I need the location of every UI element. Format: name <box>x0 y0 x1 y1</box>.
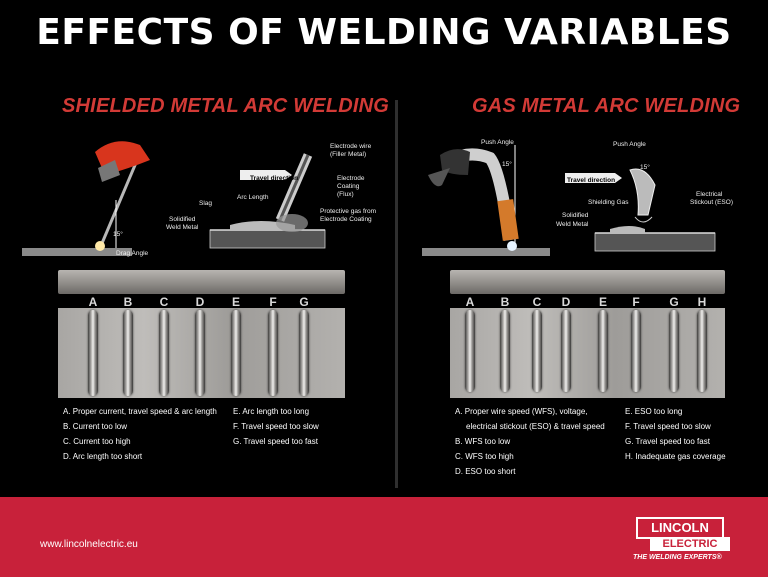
page-title: EFFECTS OF WELDING VARIABLES <box>36 12 732 53</box>
section-divider <box>395 100 398 488</box>
legend-item: F. Travel speed too slow <box>625 422 711 431</box>
gmaw-weld-metal-label: Weld Metal <box>556 221 589 228</box>
plate-letter: C <box>159 295 169 309</box>
smaw-plate-top <box>58 270 345 294</box>
legend-item: B. Current too low <box>63 422 128 431</box>
legend-item: D. ESO too short <box>455 467 516 476</box>
smaw-weld-metal-label: Weld Metal <box>166 224 199 231</box>
legend-item: electrical stickout (ESO) & travel speed <box>466 422 605 431</box>
legend-item: A. Proper wire speed (WFS), voltage, <box>455 407 588 416</box>
legend-item: C. Current too high <box>63 437 131 446</box>
gmaw-stickout-label: Stickout (ESO) <box>690 199 733 206</box>
gmaw-electrical-label: Electrical <box>696 191 723 198</box>
smaw-legend-left: A. Proper current, travel speed & arc le… <box>63 404 217 464</box>
legend-item: E. Arc length too long <box>233 407 310 416</box>
plate-letter: C <box>532 295 542 309</box>
smaw-legend-right: E. Arc length too long F. Travel speed t… <box>233 404 319 449</box>
weld-bead <box>532 310 542 392</box>
weld-bead <box>598 310 608 392</box>
legend-item: E. ESO too long <box>625 407 683 416</box>
logo-tagline: THE WELDING EXPERTS® <box>633 554 722 561</box>
weld-bead <box>631 310 641 392</box>
smaw-slag-label: Slag <box>199 200 213 207</box>
legend-item: H. Inadequate gas coverage <box>625 452 726 461</box>
smaw-flux-label: (Flux) <box>337 191 354 198</box>
weld-bead <box>195 310 205 396</box>
smaw-solidified-label: Solidified <box>169 216 196 223</box>
legend-item: A. Proper current, travel speed & arc le… <box>63 407 217 416</box>
gmaw-torch-illustration <box>422 145 550 256</box>
weld-bead <box>500 310 510 392</box>
legend-item: B. WFS too low <box>455 437 511 446</box>
weld-bead <box>123 310 133 396</box>
smaw-electrode-illustration <box>22 141 150 256</box>
lincoln-logo-top: LINCOLN <box>636 517 724 539</box>
plate-letter: F <box>632 295 640 309</box>
gmaw-angle-label: 15° <box>502 161 512 168</box>
legend-item: D. Arc length too short <box>63 452 143 461</box>
lincoln-logo-bottom: ELECTRIC <box>650 537 730 551</box>
smaw-cross-section-diagram <box>209 153 326 249</box>
gmaw-heading: GAS METAL ARC WELDING <box>472 95 741 117</box>
gmaw-legend-left: A. Proper wire speed (WFS), voltage, ele… <box>455 404 605 479</box>
plate-letter: E <box>598 295 607 309</box>
smaw-angle-label: 15° <box>113 231 123 238</box>
weld-bead <box>88 310 98 396</box>
smaw-heading: SHIELDED METAL ARC WELDING <box>62 95 390 117</box>
legend-item: F. Travel speed too slow <box>233 422 319 431</box>
smaw-electrode-coating-label: Electrode Coating <box>320 216 372 223</box>
plate-letter: G <box>669 295 679 309</box>
gmaw-plate-top <box>450 270 725 294</box>
website-link[interactable]: www.lincolnelectric.eu <box>40 539 138 550</box>
gmaw-solidified-label: Solidified <box>562 212 589 219</box>
gmaw-plate-face <box>450 308 725 398</box>
weld-bead <box>159 310 169 396</box>
weld-bead <box>697 310 707 392</box>
plate-letter: D <box>195 295 205 309</box>
smaw-protective-gas-label: Protective gas from <box>320 208 376 215</box>
plate-letter: A <box>465 295 475 309</box>
smaw-coating-label: Coating <box>337 183 360 190</box>
plate-letter: H <box>697 295 707 309</box>
plate-letter: D <box>561 295 571 309</box>
smaw-electrode-label: Electrode <box>337 175 365 182</box>
gmaw-shielding-gas-label: Shielding Gas <box>588 199 629 206</box>
gmaw-push-angle-label-2: Push Angle <box>613 141 646 148</box>
weld-bead <box>299 310 309 396</box>
gmaw-cross-section-diagram <box>565 168 716 252</box>
weld-bead <box>465 310 475 392</box>
smaw-arc-length-label: Arc Length <box>237 194 269 201</box>
legend-item: G. Travel speed too fast <box>233 437 318 446</box>
gmaw-angle-label-2: 15° <box>640 164 650 171</box>
plate-letter: G <box>299 295 309 309</box>
gmaw-push-angle-label: Push Angle <box>481 139 514 146</box>
weld-bead <box>231 310 241 396</box>
weld-bead <box>268 310 278 396</box>
gmaw-legend-right: E. ESO too long F. Travel speed too slow… <box>625 404 726 464</box>
plate-letter: B <box>500 295 510 309</box>
gmaw-travel-direction: Travel direction <box>567 177 616 184</box>
smaw-drag-angle-label: Drag Angle <box>116 250 149 257</box>
legend-item: G. Travel speed too fast <box>625 437 710 446</box>
plate-letter: B <box>123 295 133 309</box>
weld-bead <box>669 310 679 392</box>
plate-letter: E <box>231 295 240 309</box>
plate-letter: A <box>88 295 98 309</box>
legend-item: C. WFS too high <box>455 452 514 461</box>
smaw-electrode-wire-label: Electrode wire <box>330 143 372 150</box>
plate-letter: F <box>269 295 277 309</box>
smaw-filler-metal-label: (Filler Metal) <box>330 151 367 158</box>
smaw-travel-direction: Travel direction <box>250 175 299 182</box>
weld-bead <box>561 310 571 392</box>
